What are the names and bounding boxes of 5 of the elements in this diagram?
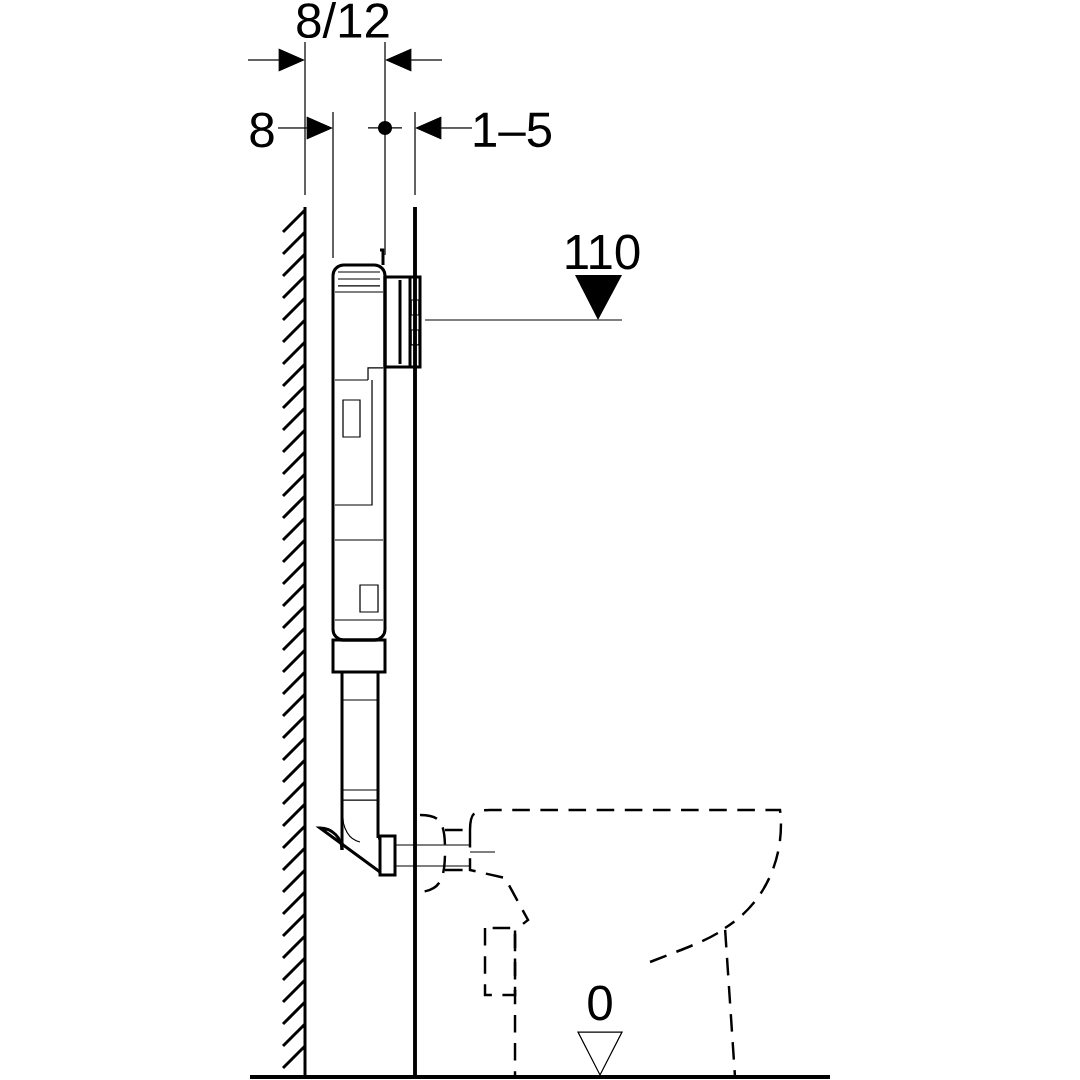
dimension-label: 8/12	[297, 1, 389, 39]
dimension-label: 1–5	[474, 112, 551, 148]
dimension-label: 110	[566, 234, 640, 270]
dimension-label: 8	[250, 112, 274, 148]
dimension-label: 0	[588, 985, 612, 1021]
